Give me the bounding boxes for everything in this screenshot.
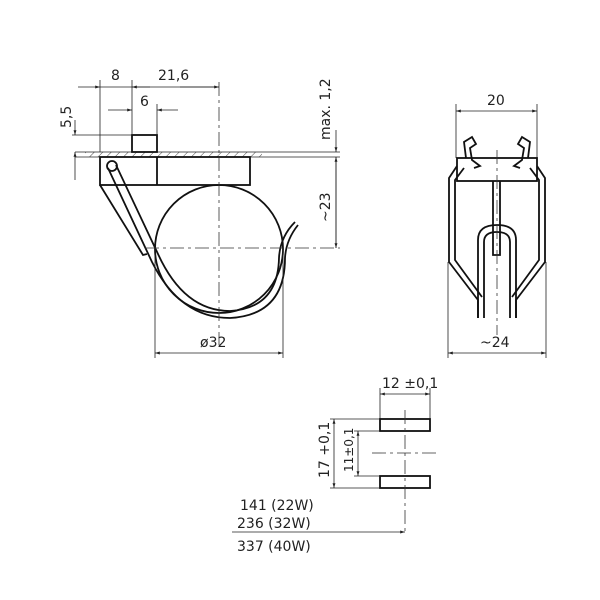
dim-11-label: 11±0,1 (342, 428, 356, 472)
dim-6-label: 6 (140, 94, 149, 110)
side-view: 8 21,6 6 5,5 max. 1,2 ~23 ø32 (59, 68, 340, 358)
dim-12-label: 12 ±0,1 (382, 376, 438, 392)
left-arm (448, 165, 483, 318)
spring-clip-inner (115, 164, 296, 312)
right-clip (512, 135, 531, 169)
dim-5-5-label: 5,5 (59, 106, 75, 128)
left-clip (463, 135, 482, 169)
right-arm (511, 165, 546, 318)
mounting-tab (131, 134, 158, 153)
dim-24-label: ~24 (480, 335, 510, 351)
length-32w: 236 (32W) (237, 516, 311, 532)
center-pin (492, 181, 501, 256)
dim-diameter-label: ø32 (200, 335, 226, 351)
mounting-holes-view: 12 ±0,1 17 +0,1 11±0,1 141 (22W) 236 (32… (232, 376, 438, 555)
dim-23-label: ~23 (318, 192, 334, 222)
holder-arm (99, 184, 148, 257)
dim-8-label: 8 (111, 68, 120, 84)
length-40w: 337 (40W) (237, 539, 311, 555)
dim-max-1-2-label: max. 1,2 (318, 78, 334, 140)
ceiling-plate (85, 152, 262, 157)
dim-20-label: 20 (487, 93, 505, 109)
length-22w: 141 (22W) (240, 498, 314, 514)
dim-21-6-label: 21,6 (158, 68, 189, 84)
dim-17-label: 17 +0,1 (317, 422, 333, 478)
front-view: 20 ~24 (447, 93, 547, 358)
spring-clip-outer (107, 167, 299, 319)
holder-body (99, 156, 251, 186)
